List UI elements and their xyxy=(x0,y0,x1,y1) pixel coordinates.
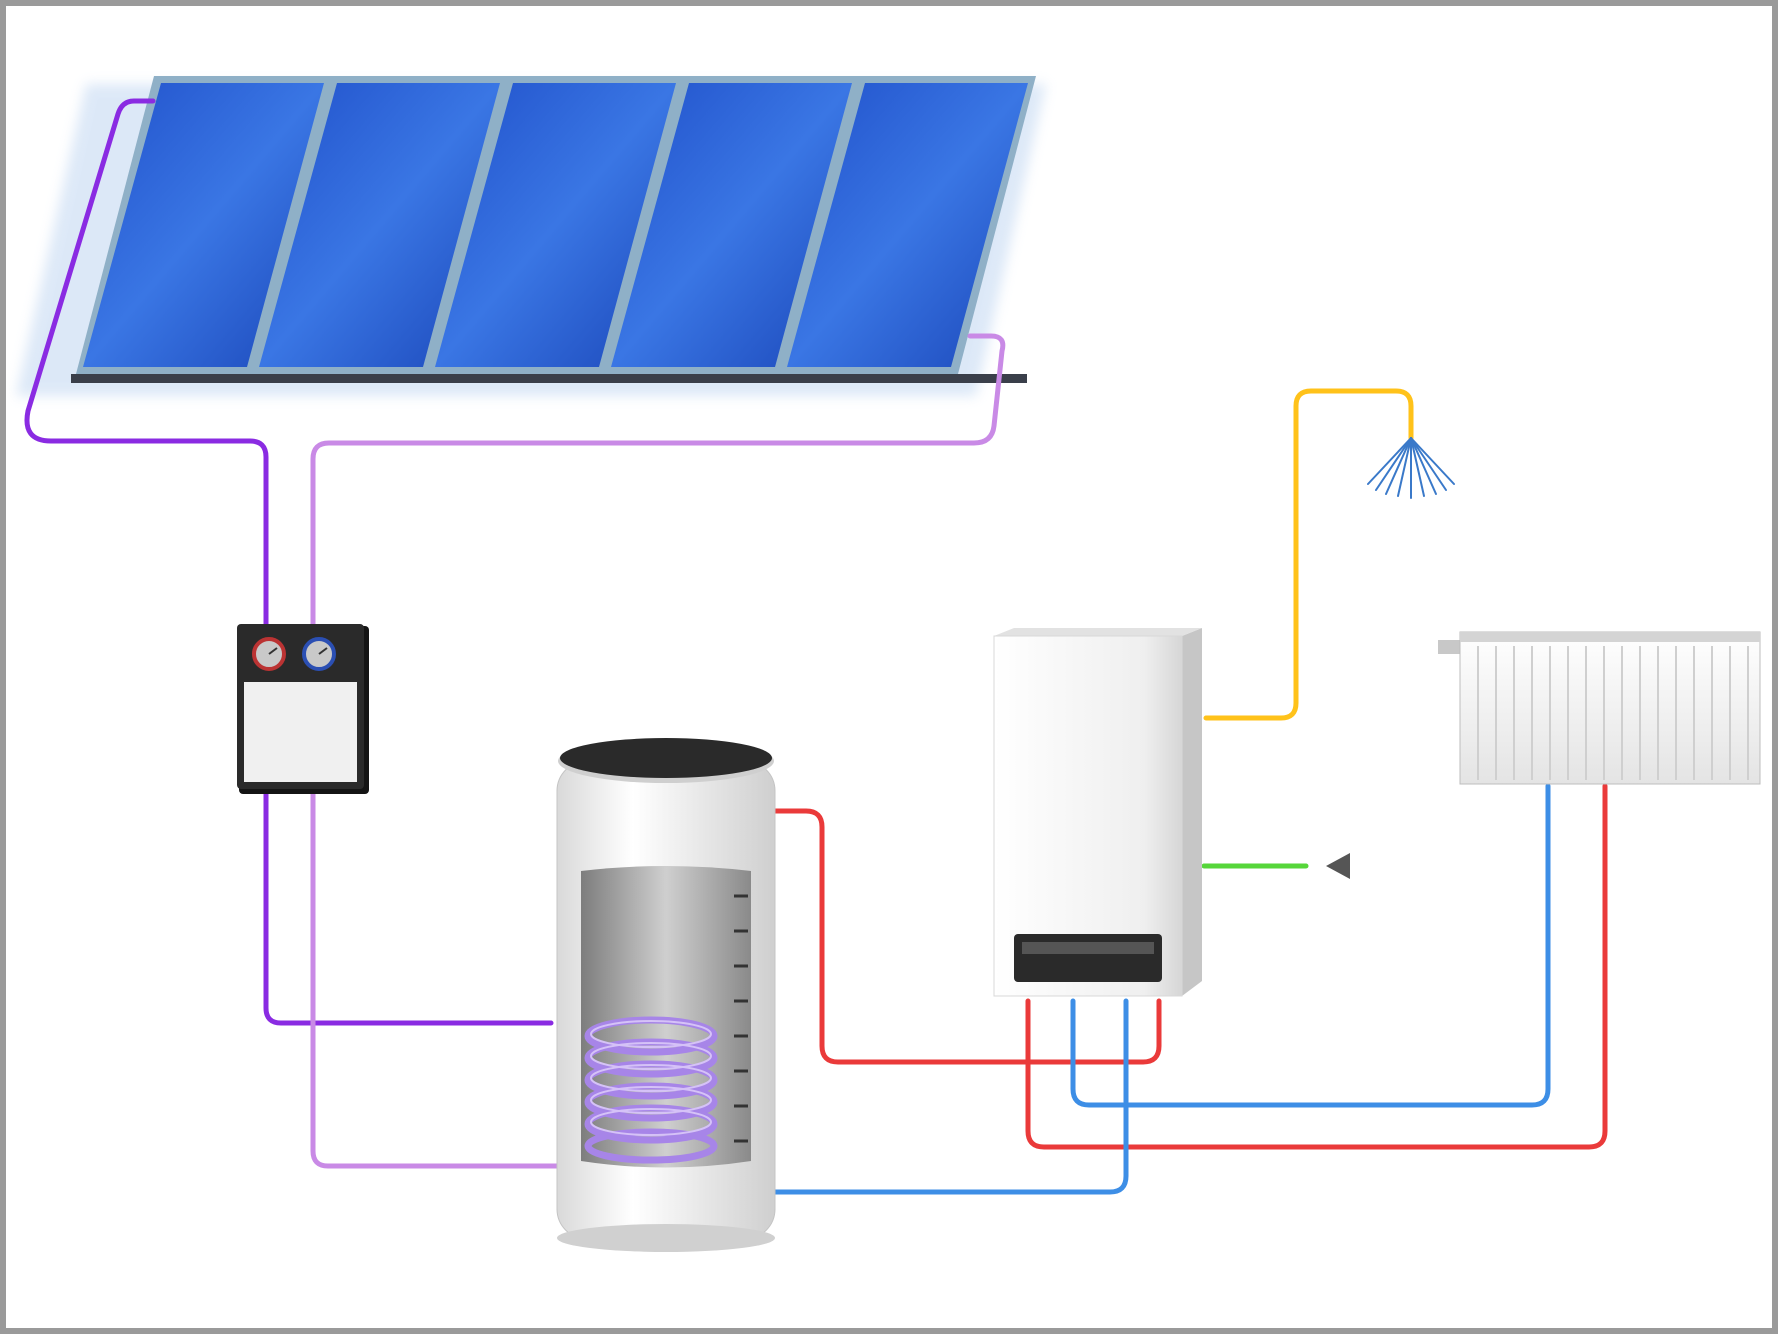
hot-water-pipe xyxy=(1203,388,1414,721)
gas-supply-arrow xyxy=(1326,853,1350,879)
temperature-gauge-red xyxy=(252,637,286,671)
radiator-fins xyxy=(1477,646,1749,780)
radiator-return-pipe xyxy=(1070,783,1551,1108)
temperature-gauge-blue xyxy=(302,637,336,671)
cold-water-pipe xyxy=(769,998,1129,1195)
solar-collector-panel xyxy=(76,76,332,374)
tank-scale-marks xyxy=(734,894,748,1143)
panel-radiator xyxy=(1438,631,1761,785)
solar-collector-panel xyxy=(780,76,1036,374)
solar-heating-diagram xyxy=(16,76,1761,1252)
solar-collector-panel xyxy=(604,76,860,374)
boiler-display-panel xyxy=(1014,934,1162,982)
heating-flow-pipe xyxy=(771,808,1162,1065)
radiator-flow-pipe xyxy=(1025,783,1608,1150)
solar-collector-panel xyxy=(252,76,508,374)
solar-return-pipe xyxy=(310,333,1006,1169)
solar-supply-pipe xyxy=(24,98,554,1026)
solar-collector-array xyxy=(71,76,1036,383)
hot-water-storage-tank xyxy=(556,738,776,1252)
shower-outlet xyxy=(1367,437,1455,499)
solar-collector-panel xyxy=(428,76,684,374)
diagram-frame xyxy=(6,6,1772,1328)
wall-mounted-boiler xyxy=(993,628,1202,997)
radiator-valve xyxy=(1438,640,1460,654)
solar-pump-station xyxy=(237,624,369,794)
